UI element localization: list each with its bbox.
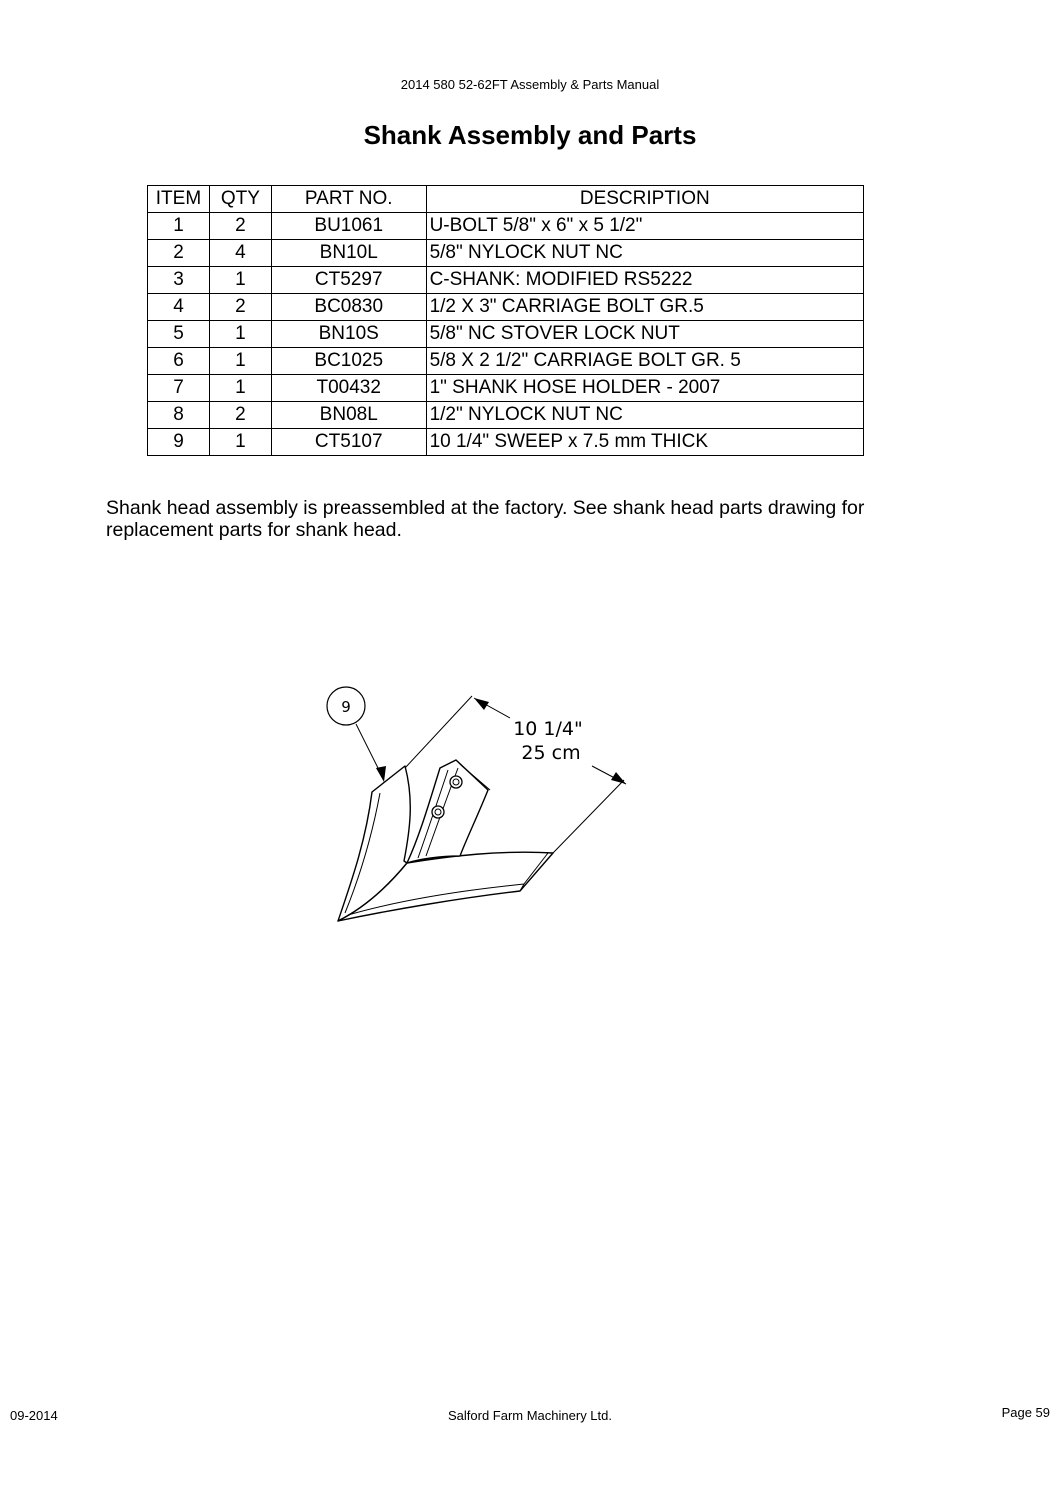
sweep-drawing: 9 10 1/4" 25 cm bbox=[326, 686, 627, 922]
table-row: 9 1 CT5107 10 1/4" SWEEP x 7.5 mm THICK bbox=[147, 428, 865, 456]
bolt-hole-upper bbox=[449, 775, 463, 789]
item-cell: 2 bbox=[147, 239, 210, 267]
assembly-note-line-1: Shank head assembly is preassembled at t… bbox=[106, 497, 865, 519]
part-no-cell: BU1061 bbox=[270, 212, 427, 240]
callout-number: 9 bbox=[341, 698, 351, 716]
column-header-part-no: PART NO. bbox=[270, 185, 427, 213]
item-cell: 9 bbox=[147, 428, 210, 456]
part-no-cell: CT5107 bbox=[270, 428, 427, 456]
table-row: 3 1 CT5297 C-SHANK: MODIFIED RS5222 bbox=[147, 266, 865, 294]
table-row: 6 1 BC1025 5/8 X 2 1/2" CARRIAGE BOLT GR… bbox=[147, 347, 865, 375]
part-no-cell: BC1025 bbox=[270, 347, 427, 375]
bolt-hole-lower-inner bbox=[434, 808, 442, 816]
description-cell: 1/2" NYLOCK NUT NC bbox=[425, 401, 865, 429]
part-no-cell: BN08L bbox=[270, 401, 427, 429]
dimension-arrowhead-upper bbox=[474, 698, 489, 710]
description-cell: 5/8" NYLOCK NUT NC bbox=[425, 239, 865, 267]
assembly-note: Shank head assembly is preassembled at t… bbox=[106, 497, 966, 541]
sweep-wing-tip bbox=[519, 852, 549, 892]
qty-cell: 1 bbox=[208, 320, 272, 348]
dimension-imperial-label: 10 1/4" bbox=[513, 718, 583, 740]
description-cell: 1" SHANK HOSE HOLDER - 2007 bbox=[425, 374, 865, 402]
callout-circle bbox=[326, 686, 366, 726]
bolt-hole-lower bbox=[431, 805, 445, 819]
qty-cell: 2 bbox=[208, 293, 272, 321]
qty-cell: 1 bbox=[208, 347, 272, 375]
manual-header: 2014 580 52-62FT Assembly & Parts Manual bbox=[400, 77, 660, 92]
column-header-description: DESCRIPTION bbox=[425, 185, 865, 213]
bolt-hole-upper-inner bbox=[452, 778, 460, 786]
table-row: 5 1 BN10S 5/8" NC STOVER LOCK NUT bbox=[147, 320, 865, 348]
footer-page-number: Page 59 bbox=[1001, 1405, 1050, 1420]
description-cell: U-BOLT 5/8" x 6" x 5 1/2" bbox=[425, 212, 865, 240]
sweep-left-edge-line bbox=[344, 792, 381, 914]
parts-table-header-row: ITEM QTY PART NO. DESCRIPTION bbox=[147, 185, 865, 213]
column-header-item: ITEM bbox=[147, 185, 210, 213]
item-cell: 1 bbox=[147, 212, 210, 240]
qty-cell: 2 bbox=[208, 212, 272, 240]
item-cell: 5 bbox=[147, 320, 210, 348]
item-cell: 7 bbox=[147, 374, 210, 402]
item-cell: 8 bbox=[147, 401, 210, 429]
extension-line-right bbox=[552, 779, 625, 854]
description-cell: 1/2 X 3" CARRIAGE BOLT GR.5 bbox=[425, 293, 865, 321]
item-cell: 4 bbox=[147, 293, 210, 321]
sweep-stem-face-line-3 bbox=[455, 759, 491, 791]
part-no-cell: BC0830 bbox=[270, 293, 427, 321]
part-no-cell: CT5297 bbox=[270, 266, 427, 294]
part-no-cell: T00432 bbox=[270, 374, 427, 402]
table-row: 2 4 BN10L 5/8" NYLOCK NUT NC bbox=[147, 239, 865, 267]
dimension-arrowhead-lower bbox=[611, 772, 626, 784]
parts-table: ITEM QTY PART NO. DESCRIPTION 1 2 BU1061… bbox=[147, 185, 865, 456]
callout-arrowhead bbox=[376, 766, 386, 782]
dimension-metric-label: 25 cm bbox=[521, 742, 580, 764]
description-cell: 5/8" NC STOVER LOCK NUT bbox=[425, 320, 865, 348]
table-row: 1 2 BU1061 U-BOLT 5/8" x 6" x 5 1/2" bbox=[147, 212, 865, 240]
qty-cell: 4 bbox=[208, 239, 272, 267]
description-cell: C-SHANK: MODIFIED RS5222 bbox=[425, 266, 865, 294]
description-cell: 10 1/4" SWEEP x 7.5 mm THICK bbox=[425, 428, 865, 456]
sweep-stem bbox=[406, 759, 489, 864]
page-title: Shank Assembly and Parts bbox=[363, 120, 697, 150]
qty-cell: 1 bbox=[208, 266, 272, 294]
assembly-note-line-2: replacement parts for shank head. bbox=[106, 519, 402, 541]
extension-line-left bbox=[404, 695, 473, 769]
callout-leader-line bbox=[355, 723, 383, 777]
table-row: 8 2 BN08L 1/2" NYLOCK NUT NC bbox=[147, 401, 865, 429]
part-no-cell: BN10S bbox=[270, 320, 427, 348]
footer-company: Salford Farm Machinery Ltd. bbox=[447, 1408, 612, 1423]
table-row: 7 1 T00432 1" SHANK HOSE HOLDER - 2007 bbox=[147, 374, 865, 402]
qty-cell: 1 bbox=[208, 374, 272, 402]
qty-cell: 1 bbox=[208, 428, 272, 456]
description-cell: 5/8 X 2 1/2" CARRIAGE BOLT GR. 5 bbox=[425, 347, 865, 375]
table-row: 4 2 BC0830 1/2 X 3" CARRIAGE BOLT GR.5 bbox=[147, 293, 865, 321]
item-cell: 6 bbox=[147, 347, 210, 375]
sweep-bottom-edge-line bbox=[347, 883, 525, 916]
item-cell: 3 bbox=[147, 266, 210, 294]
column-header-qty: QTY bbox=[208, 185, 272, 213]
footer-date: 09-2014 bbox=[10, 1408, 58, 1423]
part-no-cell: BN10L bbox=[270, 239, 427, 267]
qty-cell: 2 bbox=[208, 401, 272, 429]
